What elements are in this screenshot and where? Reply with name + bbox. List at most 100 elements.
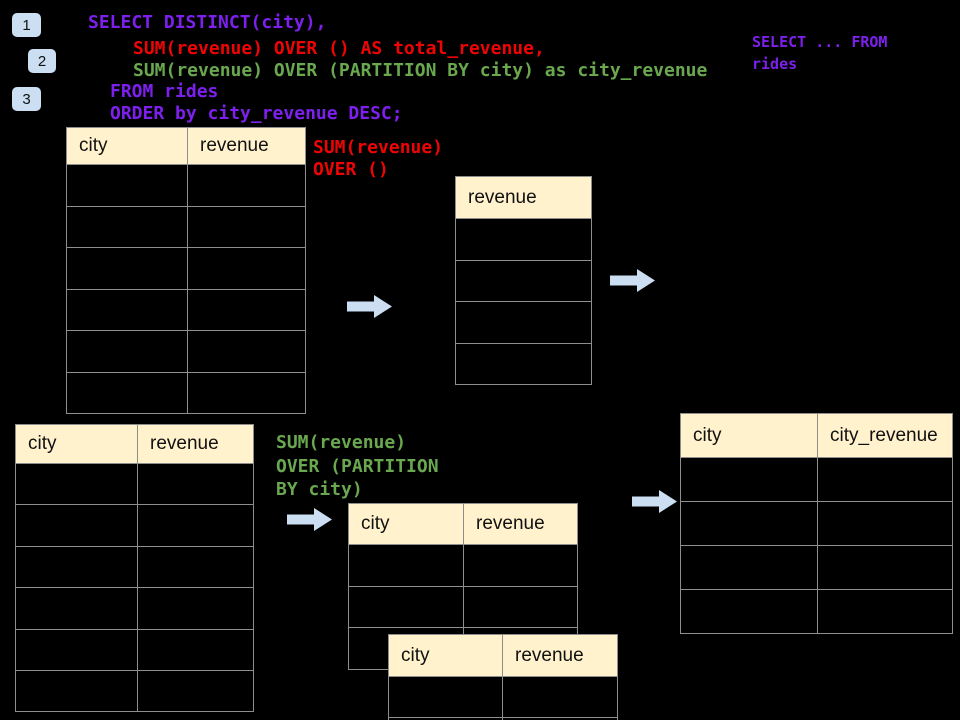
- table-cell: [455, 259, 592, 302]
- sql-code-line: SUM(revenue) OVER () AS total_revenue,: [133, 38, 545, 59]
- table-row: [455, 218, 592, 261]
- table-cell: [187, 330, 306, 373]
- table-row: [66, 205, 306, 248]
- table-row: [15, 669, 254, 713]
- column-header: revenue: [455, 176, 592, 219]
- table-cell: [137, 504, 254, 547]
- table-cell: [680, 589, 818, 634]
- partition-label-line: SUM(revenue): [276, 432, 407, 453]
- table-row: [680, 501, 953, 546]
- table-cell: [66, 371, 188, 414]
- table-row: [348, 544, 578, 587]
- table-row: [455, 259, 592, 302]
- table-cell: [455, 218, 592, 261]
- table-cell: [15, 628, 138, 671]
- sql-code-line: SUM(revenue) OVER (PARTITION BY city) as…: [133, 60, 708, 81]
- table-row: [455, 301, 592, 344]
- table-cell: [15, 545, 138, 589]
- table-cell: [388, 676, 503, 718]
- table-cell: [348, 585, 464, 628]
- table-cell: [187, 164, 306, 207]
- table-row: [680, 545, 953, 590]
- table-cell: [463, 544, 578, 587]
- table-cell: [502, 717, 618, 720]
- table-cell: [463, 585, 578, 628]
- table-cell: [187, 205, 306, 248]
- table-row: [66, 288, 306, 331]
- table-cell: [680, 545, 818, 590]
- column-header: city: [66, 127, 188, 165]
- table-row: [15, 628, 254, 671]
- column-header: revenue: [137, 424, 254, 464]
- table-cell: [15, 669, 138, 713]
- side-note-line: rides: [752, 55, 798, 73]
- table-row: [388, 676, 618, 718]
- table-cell: [817, 545, 953, 590]
- table-cell: [66, 164, 188, 207]
- table-row: [15, 462, 254, 506]
- table-row: [680, 457, 953, 502]
- table-cell: [187, 371, 306, 414]
- table-cell: [66, 288, 188, 331]
- column-header: revenue: [502, 634, 618, 677]
- partition-label-line: OVER (PARTITION: [276, 456, 439, 477]
- table-cell: [15, 587, 138, 630]
- table-cell: [817, 501, 953, 546]
- arrow-right-icon: [347, 295, 392, 318]
- table-cell: [348, 544, 464, 587]
- table-cell: [66, 330, 188, 373]
- table-cell: [137, 587, 254, 630]
- sql-code-line: FROM rides: [110, 81, 219, 102]
- table-row: [15, 545, 254, 589]
- table-row: [66, 247, 306, 290]
- table-revenue-only: revenue: [455, 176, 592, 385]
- table-row: [66, 164, 306, 207]
- table-cell: [455, 342, 592, 385]
- side-note-line: SELECT ... FROM: [752, 33, 888, 51]
- table-cell: [137, 628, 254, 671]
- column-header: city: [388, 634, 503, 677]
- table-row: [455, 342, 592, 385]
- column-header: city_revenue: [817, 413, 953, 458]
- arrow-right-icon: [632, 490, 677, 513]
- table-row: [66, 371, 306, 414]
- table-cell: [137, 545, 254, 589]
- table-row: [348, 585, 578, 628]
- arrow-right-icon: [610, 269, 655, 292]
- table-cell: [455, 301, 592, 344]
- table-cell: [187, 288, 306, 331]
- table-row: [66, 330, 306, 373]
- sql-code-line: SELECT DISTINCT(city),: [88, 12, 327, 33]
- arrow-right-icon: [287, 508, 332, 531]
- step-badge-3: 3: [12, 87, 41, 111]
- table-cell: [66, 205, 188, 248]
- column-header: city: [348, 503, 464, 545]
- table-cell: [15, 462, 138, 506]
- table-cell: [15, 504, 138, 547]
- table-row: [15, 587, 254, 630]
- partition-label-line: BY city): [276, 479, 363, 500]
- table-cell: [66, 247, 188, 290]
- step-badge-2: 2: [28, 49, 56, 73]
- total-revenue-label-line: SUM(revenue): [313, 137, 444, 158]
- column-header: city: [15, 424, 138, 464]
- table-cell: [137, 462, 254, 506]
- column-header: revenue: [463, 503, 578, 545]
- table-cell: [817, 589, 953, 634]
- table-row: [15, 504, 254, 547]
- table-cell: [680, 501, 818, 546]
- sql-code-line: ORDER by city_revenue DESC;: [110, 103, 403, 124]
- table-row: [388, 717, 618, 720]
- column-header: city: [680, 413, 818, 458]
- table-cell: [680, 457, 818, 502]
- total-revenue-label-line: OVER (): [313, 159, 389, 180]
- table-cell: [137, 669, 254, 713]
- step-badge-1: 1: [12, 13, 41, 37]
- table-cell: [187, 247, 306, 290]
- table-row: [680, 589, 953, 634]
